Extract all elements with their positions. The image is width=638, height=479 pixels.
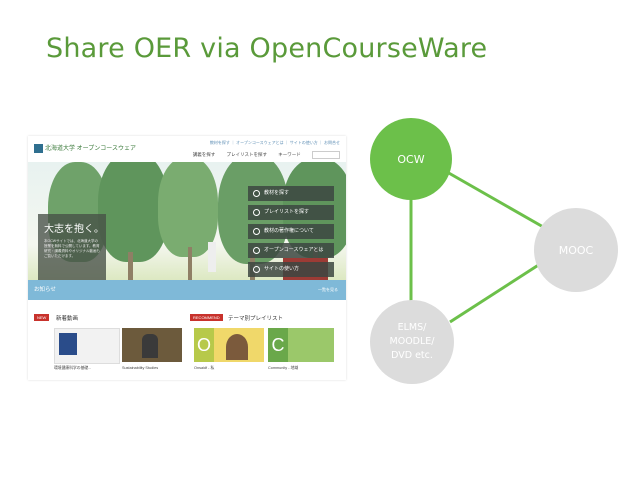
menu-item-how-to-use[interactable]: サイトの使い方 [248, 262, 334, 277]
node-elms-line-3: DVD etc. [391, 350, 433, 361]
nav-item-playlists[interactable]: プレイリストを探す [226, 152, 267, 158]
node-elms: ELMS/ MOODLE/ DVD etc. [370, 300, 454, 384]
site-logo[interactable]: 北海道大学 オープンコースウェア [34, 143, 136, 153]
playlist-caption-2[interactable]: Community - 地域 [268, 366, 299, 370]
site-nav: 講義を探す プレイリストを探す キーワード [183, 151, 340, 159]
hero-catch-box: 大志を抱く。 本OCWサイトでは、北海道大学の授業を無料で公開しています。教育研… [38, 214, 106, 280]
node-elms-line-1: ELMS/ [397, 322, 427, 333]
node-ocw-label: OCW [397, 152, 425, 166]
edge-mooc-elms [449, 262, 541, 324]
video-caption-1[interactable]: 環境健康科学の基礎... [54, 366, 92, 370]
menu-item-find-playlists[interactable]: プレイリストを探す [248, 205, 334, 220]
playlist-caption-1[interactable]: Onsaidf - 私 [194, 366, 215, 370]
news-bar: お知らせ 一覧を見る [28, 280, 346, 300]
recommend-section-title: テーマ別プレイリスト [228, 316, 284, 322]
new-tag: NEW [34, 314, 50, 321]
website-screenshot: 北海道大学 オープンコースウェア 教材を探す ｜ オープンコースウェアとは ｜ … [28, 136, 346, 380]
menu-item-copyright[interactable]: 教材の著作権について [248, 224, 334, 239]
node-ocw: OCW [370, 118, 452, 200]
nav-item-keyword: キーワード [278, 152, 301, 158]
menu-item-find-materials[interactable]: 教材を探す [248, 186, 334, 201]
edge-ocw-mooc [446, 170, 546, 230]
hero-heading: 大志を抱く。 [44, 224, 104, 235]
nav-item-lectures[interactable]: 講義を探す [192, 152, 216, 158]
site-search-input[interactable] [312, 151, 340, 159]
new-section-title: 新着動画 [56, 316, 79, 322]
slide-title: Share OER via OpenCourseWare [46, 33, 488, 64]
hero-text: 本OCWサイトでは、北海道大学の授業を無料で公開しています。教育研究・講義資料や… [44, 239, 100, 258]
news-label: お知らせ [34, 287, 56, 293]
menu-item-about-ocw[interactable]: オープンコースウェアとは [248, 243, 334, 258]
news-more-link[interactable]: 一覧を見る [318, 287, 338, 292]
logo-icon [34, 143, 43, 153]
hero-menu: 教材を探す プレイリストを探す 教材の著作権について オープンコースウェアとは … [248, 186, 334, 281]
video-thumb-1[interactable] [54, 328, 120, 364]
recommend-tag: RECOMMEND [190, 314, 223, 321]
node-elms-line-2: MOODLE/ [389, 336, 435, 347]
video-caption-2[interactable]: Sustainability Studies [122, 366, 159, 370]
content-area: NEW 新着動画 RECOMMEND テーマ別プレイリスト O C 環境健康科学… [28, 304, 346, 380]
playlist-thumb-1[interactable]: O [194, 328, 264, 362]
site-header: 北海道大学 オープンコースウェア 教材を探す ｜ オープンコースウェアとは ｜ … [28, 136, 346, 162]
hero-image: 大志を抱く。 本OCWサイトでは、北海道大学の授業を無料で公開しています。教育研… [28, 162, 346, 300]
playlist-thumb-2[interactable]: C [268, 328, 334, 362]
site-top-links[interactable]: 教材を探す ｜ オープンコースウェアとは ｜ サイトの使い方 ｜ お問合せ [209, 140, 340, 145]
node-mooc-label: MOOC [558, 243, 594, 257]
video-thumb-2[interactable] [122, 328, 182, 362]
node-mooc: MOOC [534, 208, 618, 292]
